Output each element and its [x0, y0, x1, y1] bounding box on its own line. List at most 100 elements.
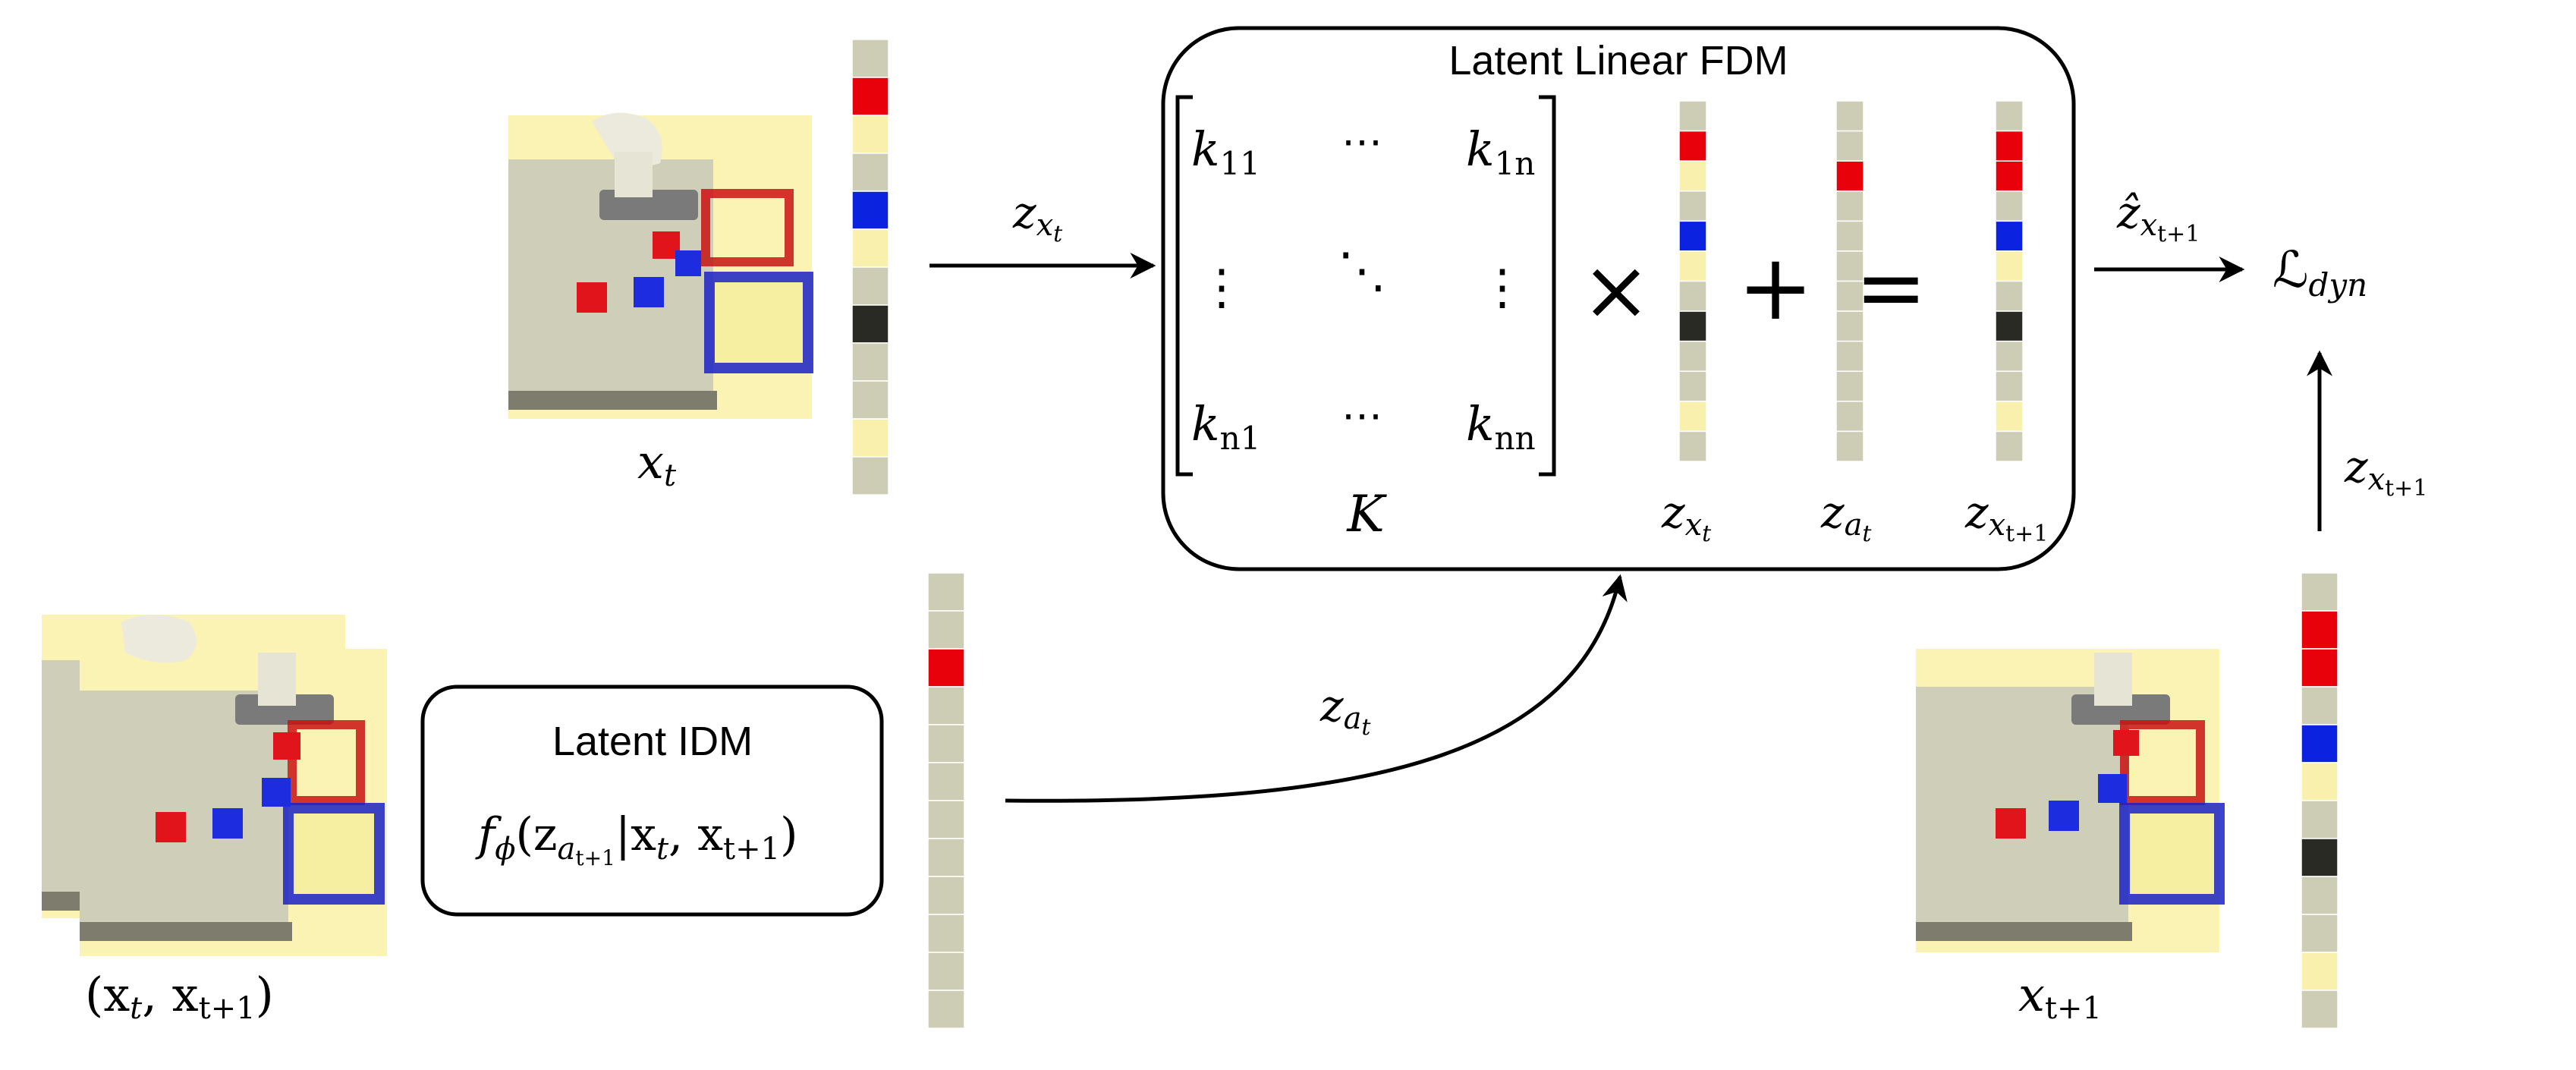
matrix-right-bracket: [1539, 95, 1556, 477]
vector-cell-gray: [927, 572, 965, 612]
vec-label-zxt1: zxt+1: [1964, 486, 2048, 547]
vector-cell-gray: [1995, 370, 2024, 402]
vector-cell-gray: [927, 724, 965, 763]
vector-cell-gray: [2301, 800, 2339, 839]
vector-cell-gray: [2301, 686, 2339, 725]
arrow-label-zxt: zxt: [1012, 187, 1063, 247]
vector-cell-red: [1835, 160, 1864, 192]
vector-cell-red: [927, 648, 965, 688]
vector-cell-gray: [1835, 220, 1864, 252]
fdm-box: Latent Linear FDM k11 ⋯ k1n ⋮ ⋱ ⋮ kn1 ⋯ …: [1161, 26, 2076, 571]
vector-cell-gray: [927, 876, 965, 915]
vector-cell-blue: [1678, 220, 1707, 252]
vector-cell-gray: [927, 914, 965, 953]
matrix-ddots: ⋱: [1338, 243, 1386, 299]
scene-xt: [508, 112, 813, 419]
label-xt1: xt+1: [2018, 967, 2102, 1026]
times-sign: ×: [1581, 241, 1651, 338]
matrix-knn: knn: [1466, 396, 1536, 457]
vector-cell-gray: [1835, 280, 1864, 312]
latent-strip-zat: [927, 572, 965, 1029]
vector-cell-gray: [851, 39, 889, 78]
vector-cell-gray: [851, 342, 889, 382]
vector-cell-gray: [851, 266, 889, 306]
arrow-label-zat: zat: [1319, 680, 1371, 741]
vector-cell-gray: [927, 838, 965, 877]
idm-title: Latent IDM: [552, 719, 753, 764]
vector-cell-gray: [851, 380, 889, 420]
vector-cell-cream: [1678, 250, 1707, 282]
vector-cell-gray: [927, 800, 965, 839]
vector-cell-cream: [1995, 250, 2024, 282]
vector-cell-gray: [927, 686, 965, 725]
vector-cell-cream: [851, 418, 889, 458]
vector-cell-gray: [1995, 340, 2024, 372]
vector-cell-cream: [1995, 401, 2024, 433]
vector-cell-gray: [1995, 190, 2024, 222]
vector-cell-gray: [1835, 190, 1864, 222]
vector-cell-gray: [1995, 100, 2024, 132]
vector-cell-red: [2301, 610, 2339, 650]
vector-cell-cream: [851, 115, 889, 154]
scene-pair: [42, 615, 387, 956]
label-pair: (xt, xt+1): [85, 967, 274, 1026]
vector-cell-gray: [927, 762, 965, 801]
vector-cell-red: [851, 77, 889, 116]
fdm-vector-zxt: [1678, 100, 1707, 462]
vector-cell-red: [2301, 648, 2339, 688]
matrix-k1n: k1n: [1466, 121, 1535, 182]
arrow-label-zhat: ẑxt+1: [2116, 187, 2200, 247]
vec-label-zxt: zxt: [1661, 486, 1712, 547]
idm-box: Latent IDM fϕ(zat+1|xt, xt+1): [420, 684, 884, 917]
label-xt: xt: [637, 434, 677, 493]
plus-sign: +: [1738, 235, 1814, 341]
matrix-kn1: kn1: [1191, 396, 1260, 457]
vector-cell-gray: [851, 153, 889, 192]
vector-cell-cream: [2301, 952, 2339, 991]
vector-cell-gray: [1678, 430, 1707, 462]
matrix-hdots-bottom: ⋯: [1341, 392, 1382, 439]
vector-cell-gray: [1835, 370, 1864, 402]
vector-cell-gray: [927, 990, 965, 1029]
vector-cell-gray: [1835, 100, 1864, 132]
vector-cell-gray: [927, 610, 965, 650]
fdm-vector-zat: [1835, 100, 1864, 462]
latent-strip-zxt1: [2301, 572, 2339, 1029]
vector-cell-gray: [2301, 914, 2339, 953]
fdm-title: Latent Linear FDM: [1448, 38, 1788, 83]
vector-cell-dark: [851, 304, 889, 344]
vector-cell-cream: [2301, 762, 2339, 801]
vector-cell-cream: [1678, 401, 1707, 433]
vector-cell-gray: [851, 456, 889, 496]
vector-cell-gray: [1835, 430, 1864, 462]
matrix-k11: k11: [1191, 121, 1260, 182]
matrix-hdots-top: ⋯: [1341, 118, 1382, 165]
arrow-zat-to-fdm: [1005, 574, 1628, 803]
matrix-left-bracket: [1175, 95, 1193, 477]
matrix-vdots-left: ⋮: [1197, 260, 1246, 316]
matrix-vdots-right: ⋮: [1478, 260, 1527, 316]
vector-cell-dark: [1678, 310, 1707, 342]
vector-cell-gray: [1678, 190, 1707, 222]
fdm-vector-zxt1: [1995, 100, 2024, 462]
vector-cell-gray: [1835, 250, 1864, 282]
vector-cell-gray: [1678, 370, 1707, 402]
scene-xt1: [1916, 649, 2225, 952]
vector-cell-blue: [1995, 220, 2024, 252]
arrow-label-zxt1: zxt+1: [2344, 441, 2427, 502]
vector-cell-gray: [927, 952, 965, 991]
vector-cell-dark: [2301, 838, 2339, 877]
vector-cell-gray: [1995, 430, 2024, 462]
vector-cell-gray: [1678, 100, 1707, 132]
vector-cell-gray: [1995, 280, 2024, 312]
matrix-label-k: K: [1346, 485, 1387, 543]
vector-cell-blue: [851, 190, 889, 230]
vector-cell-gray: [1835, 340, 1864, 372]
vector-cell-gray: [1835, 130, 1864, 162]
vector-cell-cream: [1678, 160, 1707, 192]
vector-cell-gray: [2301, 876, 2339, 915]
vector-cell-gray: [1678, 280, 1707, 312]
vector-cell-dark: [1995, 310, 2024, 342]
latent-strip-zxt: [851, 39, 889, 496]
